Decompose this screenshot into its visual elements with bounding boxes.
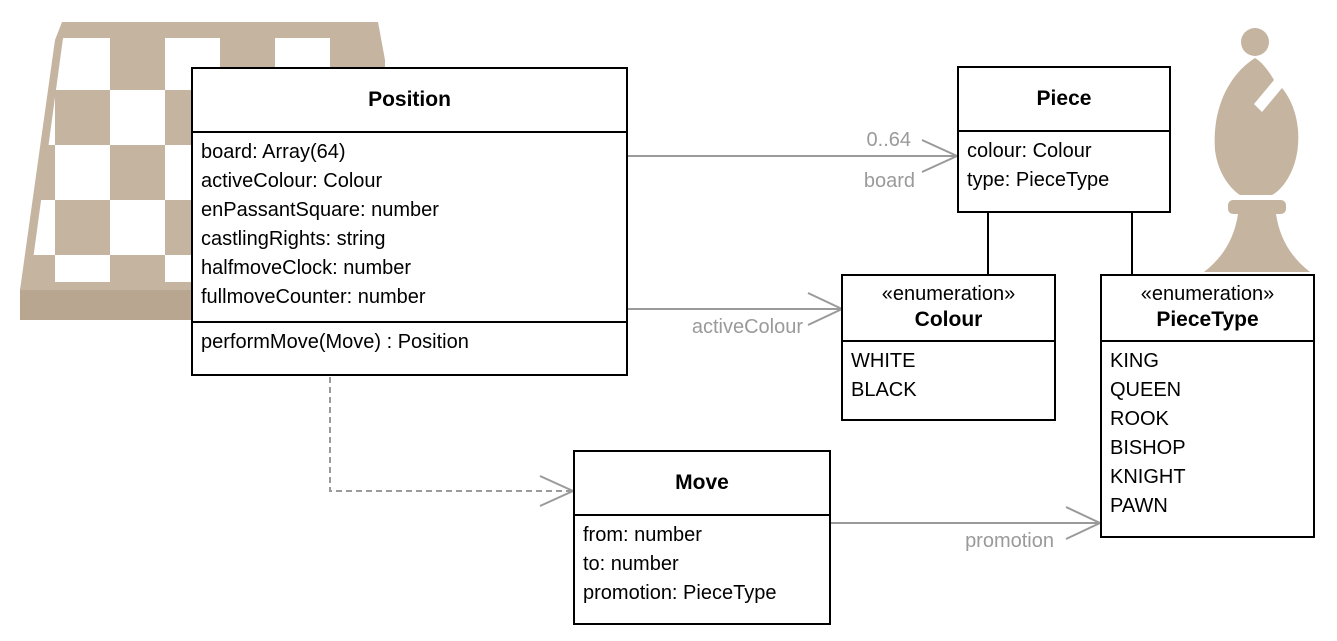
enum-literal: PAWN [1110, 495, 1168, 517]
attribute: from: number [583, 524, 702, 546]
position-attributes: board: Array(64) activeColour: Colour en… [193, 133, 626, 321]
attribute: type: PieceType [967, 169, 1110, 191]
piece-class-name: Piece [1036, 86, 1092, 110]
move-class-name: Move [675, 470, 729, 494]
piecetype-enumeration-name: PieceType [1156, 308, 1259, 332]
attribute: halfmoveClock: number [201, 257, 412, 279]
board-multiplicity-label: 0..64 [867, 129, 911, 151]
board-role-label: board [864, 170, 915, 192]
enum-literal: WHITE [851, 350, 916, 372]
colour-enumeration-header: «enumeration» Colour [843, 276, 1054, 342]
move-class[interactable]: Move from: number to: number promotion: … [573, 450, 831, 625]
enum-literal: KING [1110, 350, 1159, 372]
attribute: activeColour: Colour [201, 170, 383, 192]
piecetype-literals: KING QUEEN ROOK BISHOP KNIGHT PAWN [1102, 342, 1313, 526]
attribute: promotion: PieceType [583, 582, 777, 604]
piece-attributes: colour: Colour type: PieceType [959, 132, 1169, 200]
active-colour-role-label: activeColour [692, 316, 804, 338]
position-operations: performMove(Move) : Position [193, 321, 626, 362]
piecetype-enumeration[interactable]: «enumeration» PieceType KING QUEEN ROOK … [1100, 274, 1315, 538]
attribute: board: Array(64) [201, 141, 346, 163]
stereotype-label: «enumeration» [1140, 283, 1275, 306]
move-attributes: from: number to: number promotion: Piece… [575, 516, 829, 613]
enum-literal: QUEEN [1110, 379, 1182, 401]
position-class-header: Position [193, 69, 626, 133]
piece-class-header: Piece [959, 68, 1169, 132]
piece-class[interactable]: Piece colour: Colour type: PieceType [957, 66, 1171, 213]
enum-literal: BLACK [851, 379, 917, 401]
piecetype-enumeration-header: «enumeration» PieceType [1102, 276, 1313, 342]
composition-links [987, 212, 1133, 275]
colour-enumeration-name: Colour [914, 308, 983, 332]
enum-literal: KNIGHT [1110, 466, 1186, 488]
attribute: fullmoveCounter: number [201, 286, 426, 308]
enum-literal: ROOK [1110, 408, 1169, 430]
position-class-name: Position [368, 87, 451, 111]
move-class-header: Move [575, 452, 829, 516]
colour-literals: WHITE BLACK [843, 342, 1054, 410]
colour-enumeration[interactable]: «enumeration» Colour WHITE BLACK [841, 274, 1056, 421]
bishop-icon [1204, 28, 1310, 272]
operation: performMove(Move) : Position [201, 331, 469, 353]
attribute: enPassantSquare: number [201, 199, 439, 221]
enum-literal: BISHOP [1110, 437, 1186, 459]
attribute: colour: Colour [967, 140, 1092, 162]
dependency-line [329, 377, 573, 492]
attribute: castlingRights: string [201, 228, 386, 250]
promotion-role-label: promotion [965, 530, 1054, 552]
stereotype-label: «enumeration» [881, 283, 1016, 306]
attribute: to: number [583, 553, 679, 575]
position-class[interactable]: Position board: Array(64) activeColour: … [191, 67, 628, 376]
connectors [329, 139, 1103, 540]
